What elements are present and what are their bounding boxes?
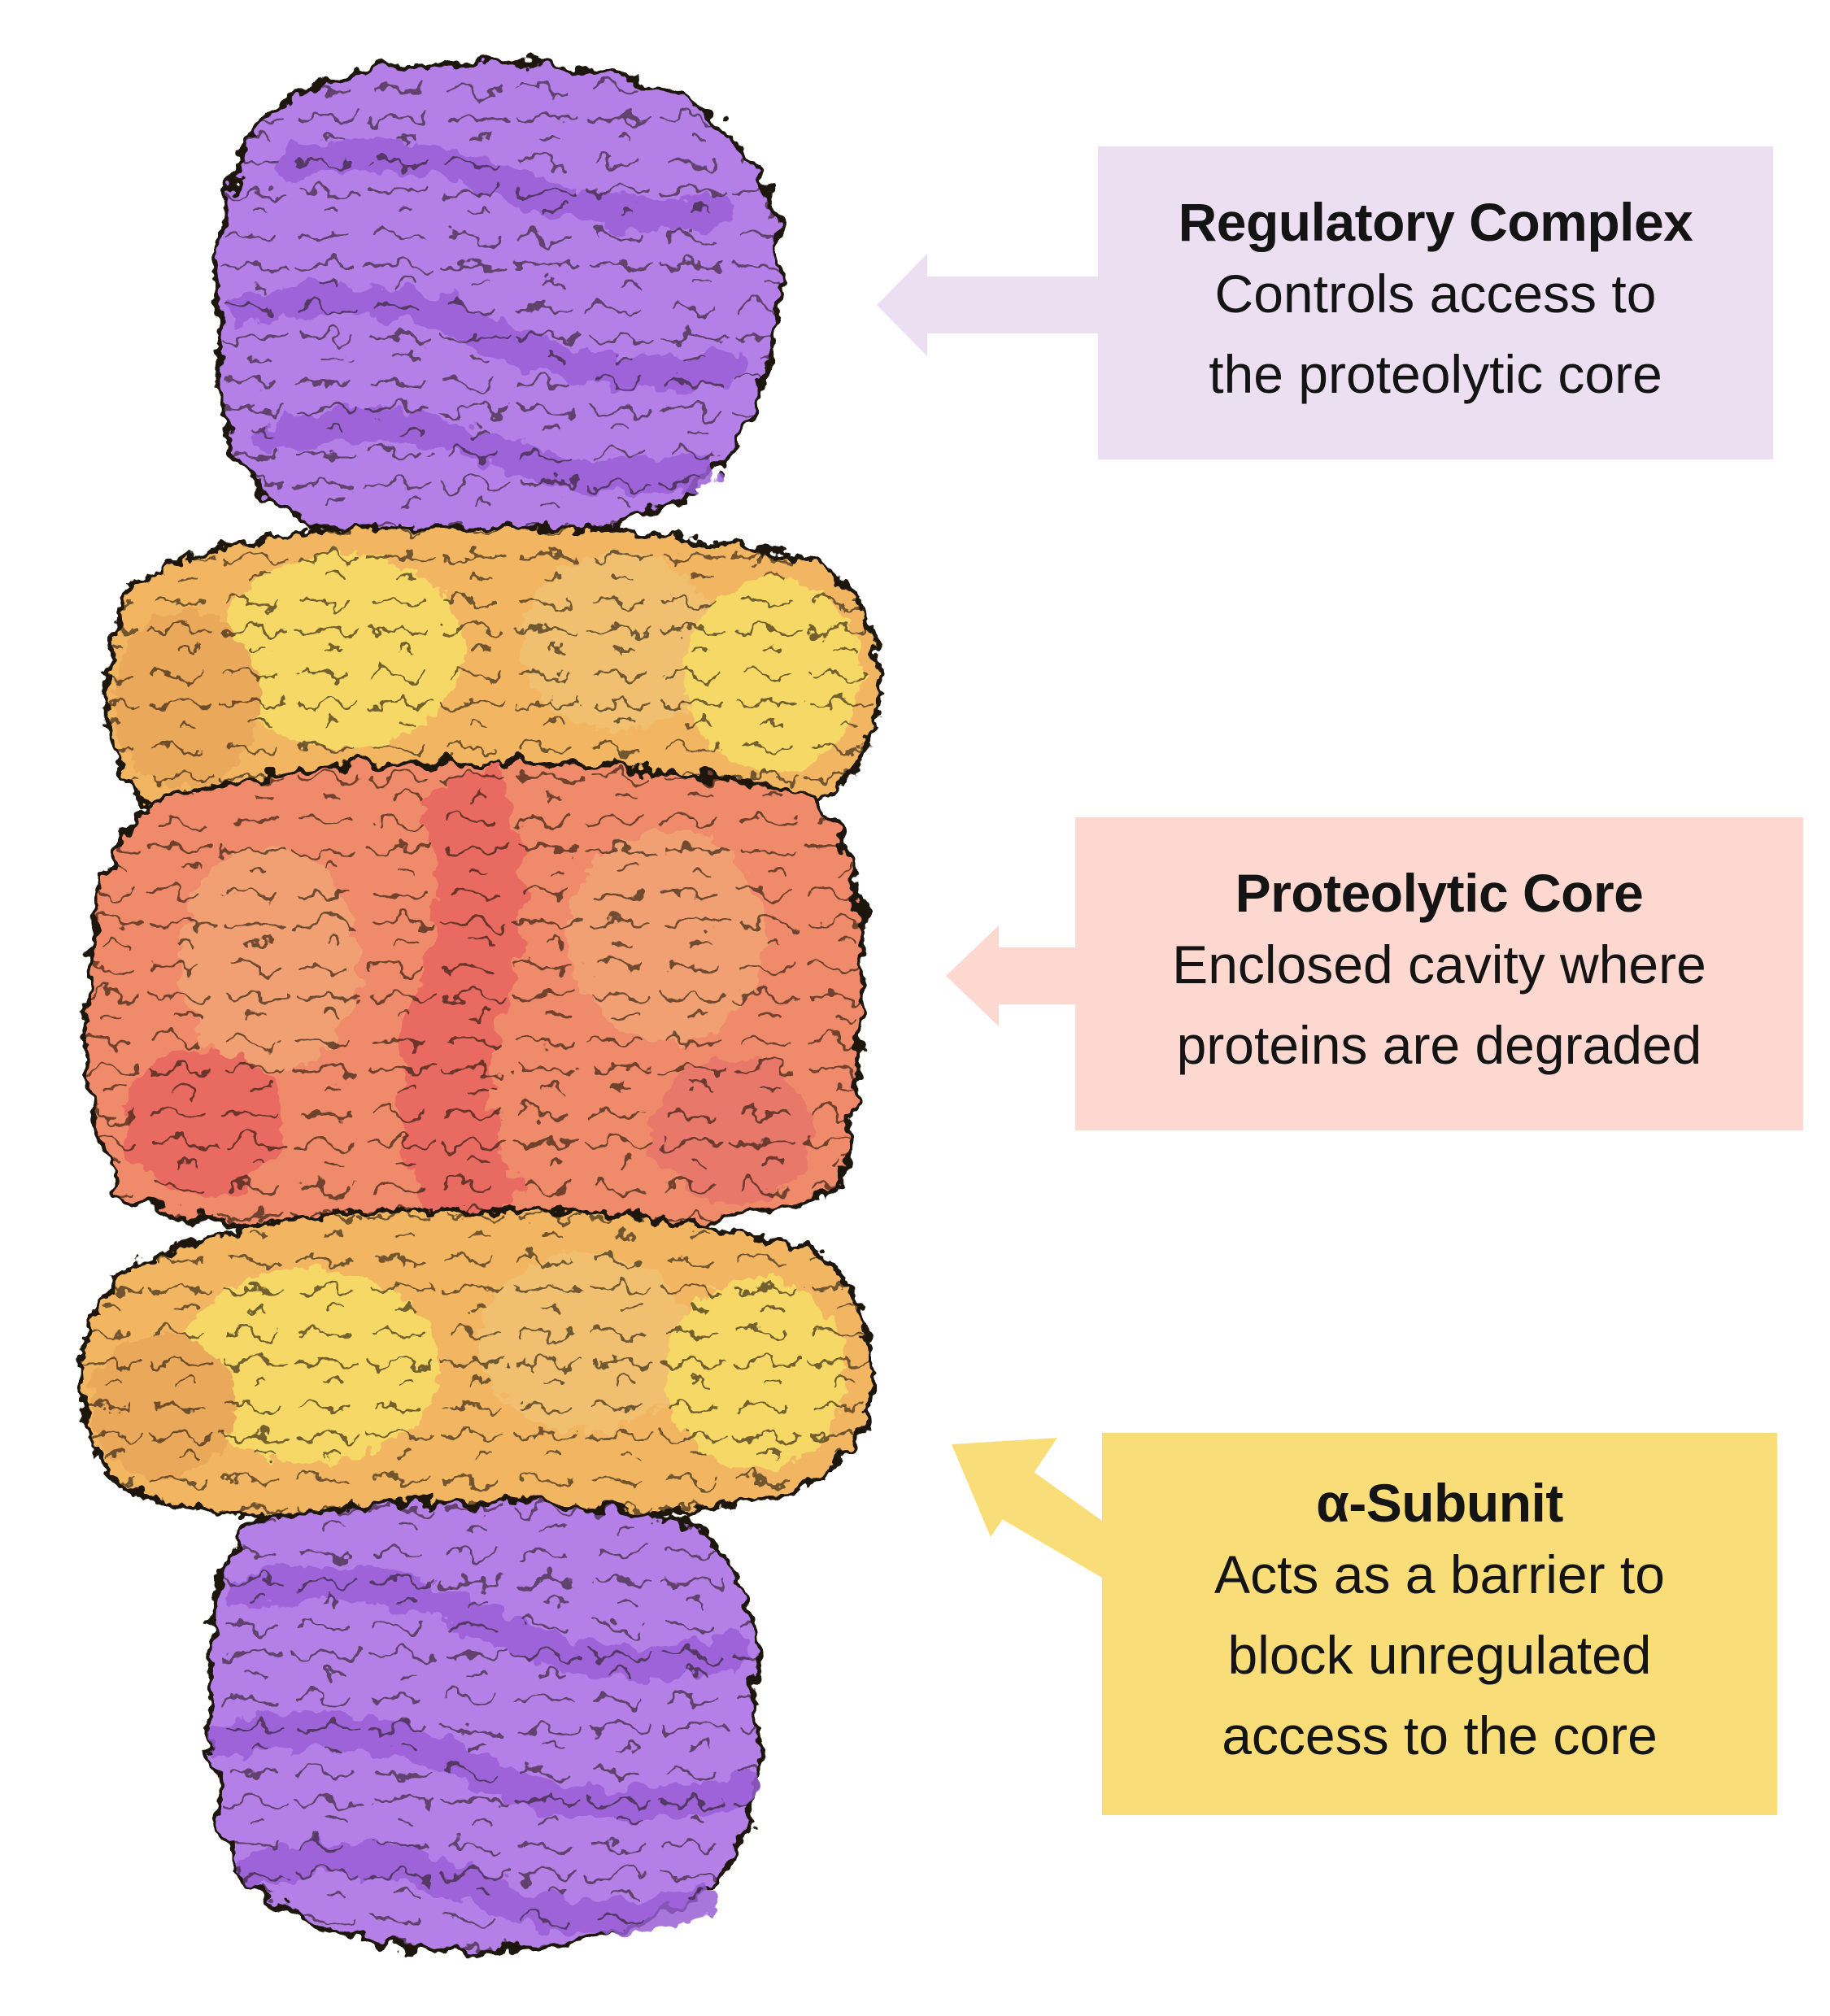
callout-regulatory-title: Regulatory Complex [1178, 192, 1693, 253]
arrow-regulatory [877, 254, 1098, 356]
callout-core: Proteolytic Core Enclosed cavity where p… [1075, 817, 1803, 1130]
callout-regulatory-description: Controls access to the proteolytic core [1209, 254, 1662, 415]
callout-core-title: Proteolytic Core [1235, 863, 1644, 924]
callout-alpha-line: block unregulated [1227, 1624, 1652, 1685]
callout-core-line: proteins are degraded [1176, 1014, 1702, 1075]
regulatory-cap-bottom [207, 1500, 760, 1955]
callout-regulatory-line: the proteolytic core [1209, 343, 1662, 404]
callout-regulatory-line: Controls access to [1214, 263, 1657, 324]
alpha-ring-bottom [77, 1208, 874, 1525]
callout-alpha-description: Acts as a barrier to block unregulated a… [1214, 1535, 1665, 1776]
regulatory-cap-top [213, 61, 784, 552]
callout-alpha-box [1102, 1433, 1777, 1815]
proteolytic-core [83, 760, 866, 1245]
callout-alpha-title: α-Subunit [1316, 1473, 1563, 1534]
callout-alpha-line: access to the core [1222, 1705, 1658, 1766]
callout-regulatory: Regulatory Complex Controls access to th… [1098, 146, 1773, 459]
callout-alpha: α-Subunit Acts as a barrier to block unr… [1102, 1433, 1777, 1815]
arrow-core [946, 925, 1078, 1026]
callout-core-box [1075, 817, 1803, 1130]
callout-regulatory-box [1098, 146, 1773, 459]
alpha-ring-top [105, 525, 882, 842]
callout-core-line: Enclosed cavity where [1172, 934, 1706, 995]
arrow-alpha [952, 1438, 1102, 1578]
callout-alpha-line: Acts as a barrier to [1214, 1544, 1665, 1605]
callout-core-description: Enclosed cavity where proteins are degra… [1172, 925, 1706, 1086]
